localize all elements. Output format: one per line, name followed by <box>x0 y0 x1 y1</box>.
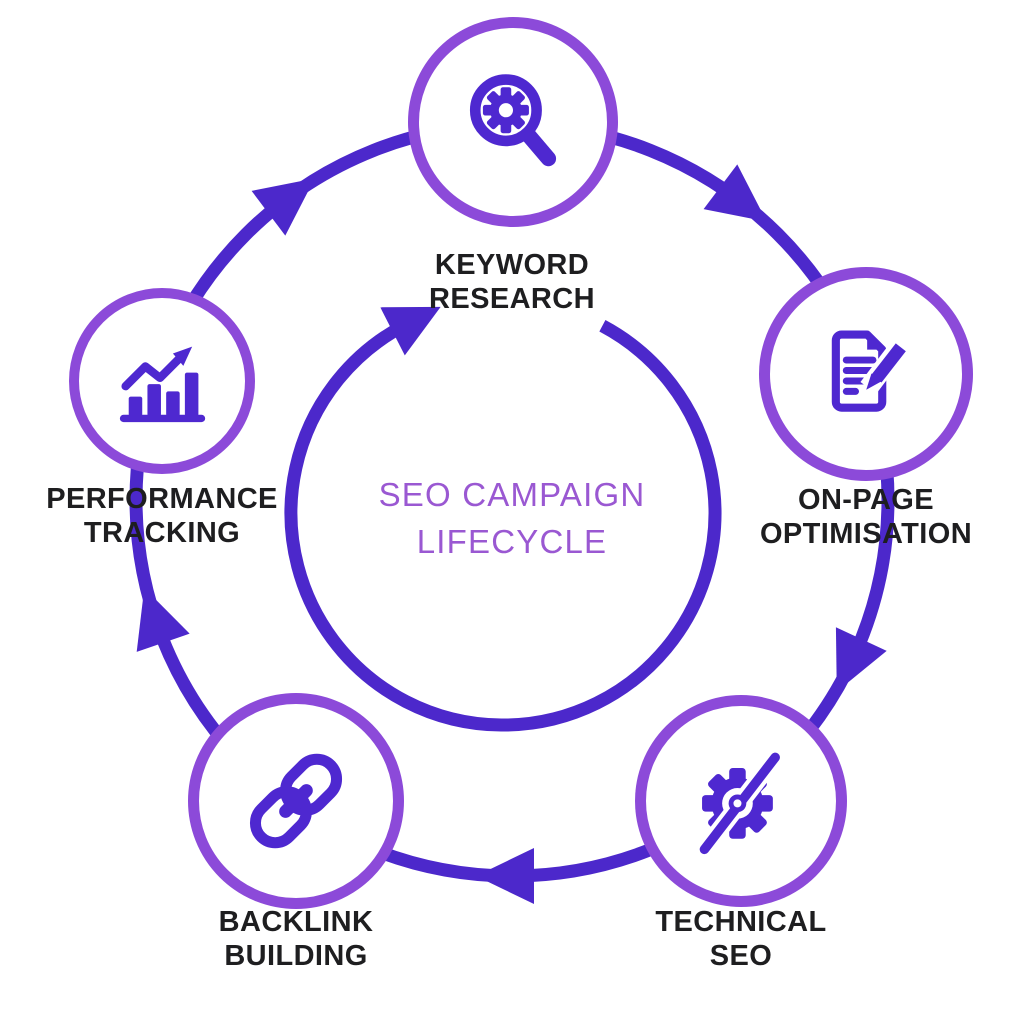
inner-cycle-arc <box>284 318 722 732</box>
gear-tool-icon <box>697 751 783 855</box>
magnifier-gear-icon <box>469 74 557 167</box>
bar-chart-arrow-icon <box>119 346 206 423</box>
arrow-top-left <box>251 178 315 236</box>
chain-link-icon <box>249 753 343 849</box>
label-technical-seo: TECHNICAL SEO <box>655 906 827 973</box>
node-performance-tracking <box>69 288 255 474</box>
label-keyword-research: KEYWORD RESEARCH <box>429 249 595 316</box>
arrow-left <box>136 587 190 652</box>
label-performance-tracking: PERFORMANCE TRACKING <box>46 483 278 550</box>
document-pencil-icon <box>831 330 914 412</box>
node-keyword-research <box>408 17 618 227</box>
label-on-page-optimisation: ON-PAGE OPTIMISATION <box>759 484 973 551</box>
node-technical-seo <box>635 695 847 907</box>
inner-cycle-arrowhead <box>380 306 441 356</box>
node-on-page-optimisation <box>759 267 973 481</box>
label-backlink-building: BACKLINK BUILDING <box>218 906 374 973</box>
arrow-bottom <box>476 848 534 904</box>
node-backlink-building <box>188 693 404 909</box>
center-title: SEO CAMPAIGN LIFECYCLE <box>378 476 646 560</box>
arrow-top-right <box>703 164 767 222</box>
arrow-right <box>835 627 887 692</box>
